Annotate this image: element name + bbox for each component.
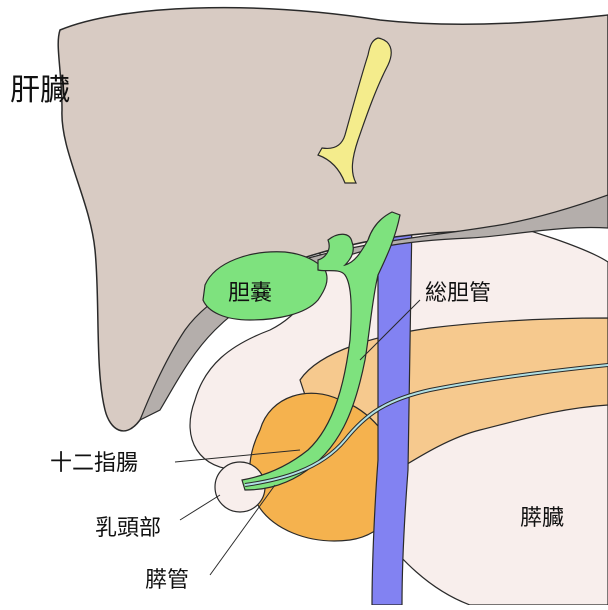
- label-pancreatic-duct: 膵管: [145, 568, 189, 593]
- label-papilla: 乳頭部: [95, 516, 161, 541]
- label-duodenum: 十二指腸: [50, 451, 138, 476]
- label-gallbladder: 胆嚢: [228, 281, 272, 306]
- label-liver: 肝臓: [10, 73, 70, 108]
- label-pancreas: 膵臓: [520, 506, 564, 531]
- label-common-bile-duct: 総胆管: [425, 281, 491, 306]
- leader-papilla: [180, 495, 220, 520]
